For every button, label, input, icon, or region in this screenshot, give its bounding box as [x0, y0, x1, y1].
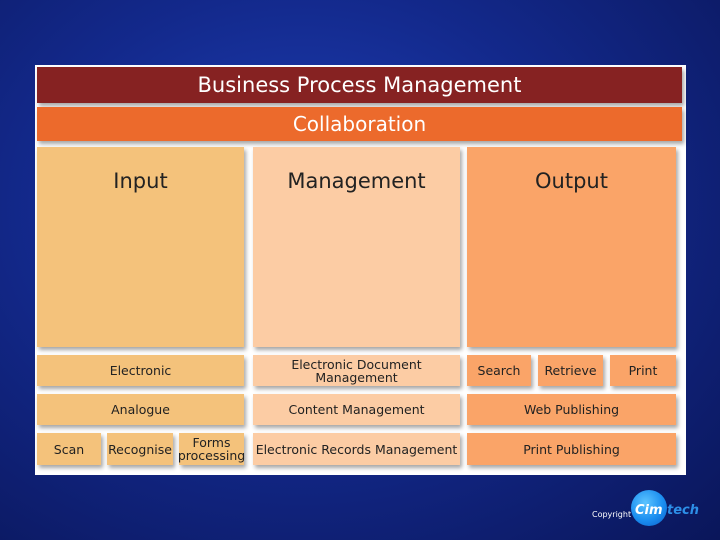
print-box: Print: [610, 355, 676, 386]
scan-box: Scan: [37, 433, 101, 465]
web-publishing-box: Web Publishing: [467, 394, 676, 425]
logo-text-tech: tech: [667, 503, 699, 518]
erm-box: Electronic Records Management: [253, 433, 460, 465]
forms-processing-box: Forms processing: [177, 433, 246, 465]
search-box: Search: [467, 355, 531, 386]
logo-text-cim: Cim: [635, 503, 663, 518]
logo-circle-icon: [631, 490, 667, 526]
collaboration-bar: Collaboration: [37, 107, 682, 141]
edm-box: Electronic Document Management: [253, 355, 460, 386]
electronic-box: Electronic: [37, 355, 244, 386]
print-publishing-box: Print Publishing: [467, 433, 676, 465]
recognise-box: Recognise: [107, 433, 173, 465]
bpm-title-bar: Business Process Management: [37, 67, 682, 103]
input-column: Input: [37, 147, 244, 347]
analogue-box: Analogue: [37, 394, 244, 425]
bpm-diagram: Business Process Management Collaboratio…: [35, 65, 686, 475]
output-column: Output: [467, 147, 676, 347]
cimtech-logo: Cim tech: [631, 490, 701, 526]
copyright-text: Copyright: [592, 510, 632, 519]
management-column: Management: [253, 147, 460, 347]
content-management-box: Content Management: [253, 394, 460, 425]
retrieve-box: Retrieve: [538, 355, 603, 386]
